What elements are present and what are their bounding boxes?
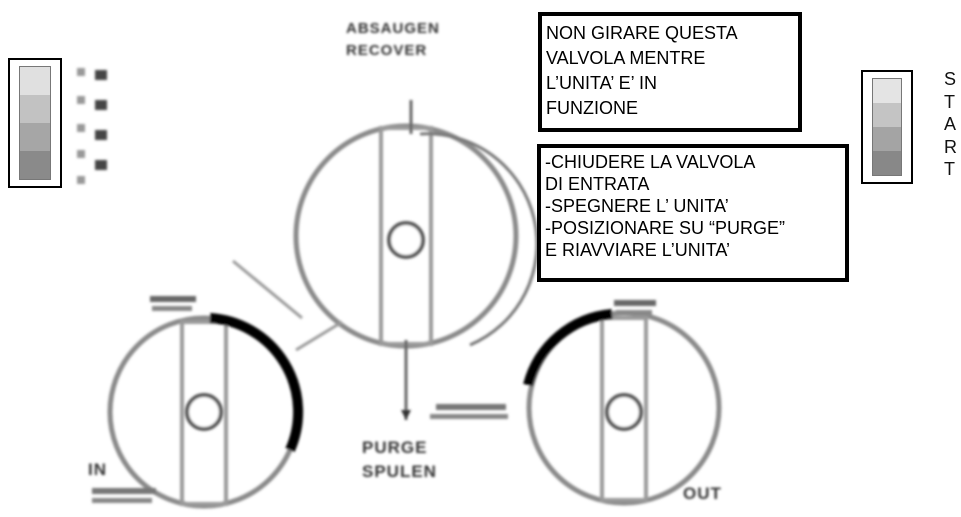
purge-label-lower: SPULEN	[362, 462, 437, 481]
recover-label-upper: ABSAUGEN	[346, 20, 440, 37]
start-level-fill	[872, 78, 902, 176]
purge-label-upper: PURGE	[362, 438, 428, 457]
gauge-segment	[873, 79, 901, 103]
warning-box: NON GIRARE QUESTA VALVOLA MENTRE L’UNITA…	[538, 12, 802, 132]
gauge-segment	[873, 151, 901, 175]
top-valve-arc	[419, 132, 539, 347]
in-valve-arc	[209, 313, 304, 453]
gauge-segment	[873, 127, 901, 151]
out-valve-arc	[523, 309, 613, 387]
out-valve-hub	[605, 393, 643, 431]
start-level-gauge	[861, 70, 913, 184]
gauge-segment	[20, 151, 50, 179]
in-valve-hub	[185, 393, 223, 431]
gauge-segment	[20, 67, 50, 95]
recover-label-lower: RECOVER	[346, 42, 428, 59]
top-valve-hub	[387, 221, 425, 259]
in-label: IN	[88, 460, 107, 479]
out-label: OUT	[683, 484, 722, 503]
gauge-segment	[20, 123, 50, 151]
power-level-gauge	[8, 58, 62, 188]
power-level-fill	[19, 66, 51, 180]
gauge-segment	[20, 95, 50, 123]
instructions-box: -CHIUDERE LA VALVOLA DI ENTRATA -SPEGNER…	[537, 144, 849, 282]
gauge-segment	[873, 103, 901, 127]
start-label: S T A R T	[944, 69, 957, 179]
